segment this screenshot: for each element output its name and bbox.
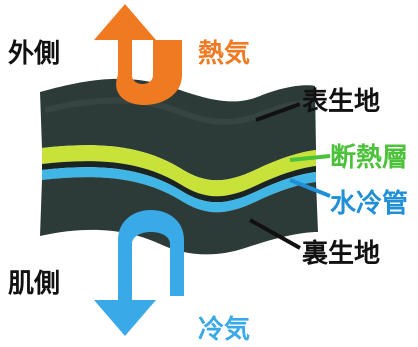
insulation-layer (42, 145, 316, 197)
heat-arrow-shape (94, 4, 182, 105)
insulation-edge (42, 161, 316, 203)
heat-arrow (94, 4, 182, 105)
cool-arrow-shape (94, 210, 184, 336)
water-tube-label: 水冷管 (330, 188, 408, 219)
insulation-label: 断熱層 (330, 142, 408, 173)
water-tube-layer (42, 167, 316, 213)
fabric-stack (40, 78, 318, 255)
outer-side-label: 外側 (8, 39, 60, 69)
heat-label: 熱気 (198, 38, 250, 69)
fabric-highlight (44, 97, 315, 125)
skin-side-label: 肌側 (8, 269, 60, 299)
outer-fabric-pointer (255, 102, 301, 122)
outer-fabric-layer (40, 78, 316, 181)
inner-fabric-label: 裏生地 (302, 238, 380, 269)
outer-fabric-label: 表生地 (302, 87, 380, 117)
cool-label: 冷気 (198, 314, 250, 345)
cool-arrow (94, 210, 184, 336)
insulation-pointer (289, 154, 331, 162)
water-tube-pointer (289, 178, 331, 198)
inner-fabric-layer (40, 177, 318, 255)
pointer-lines (249, 102, 331, 250)
inner-fabric-pointer (249, 218, 301, 250)
